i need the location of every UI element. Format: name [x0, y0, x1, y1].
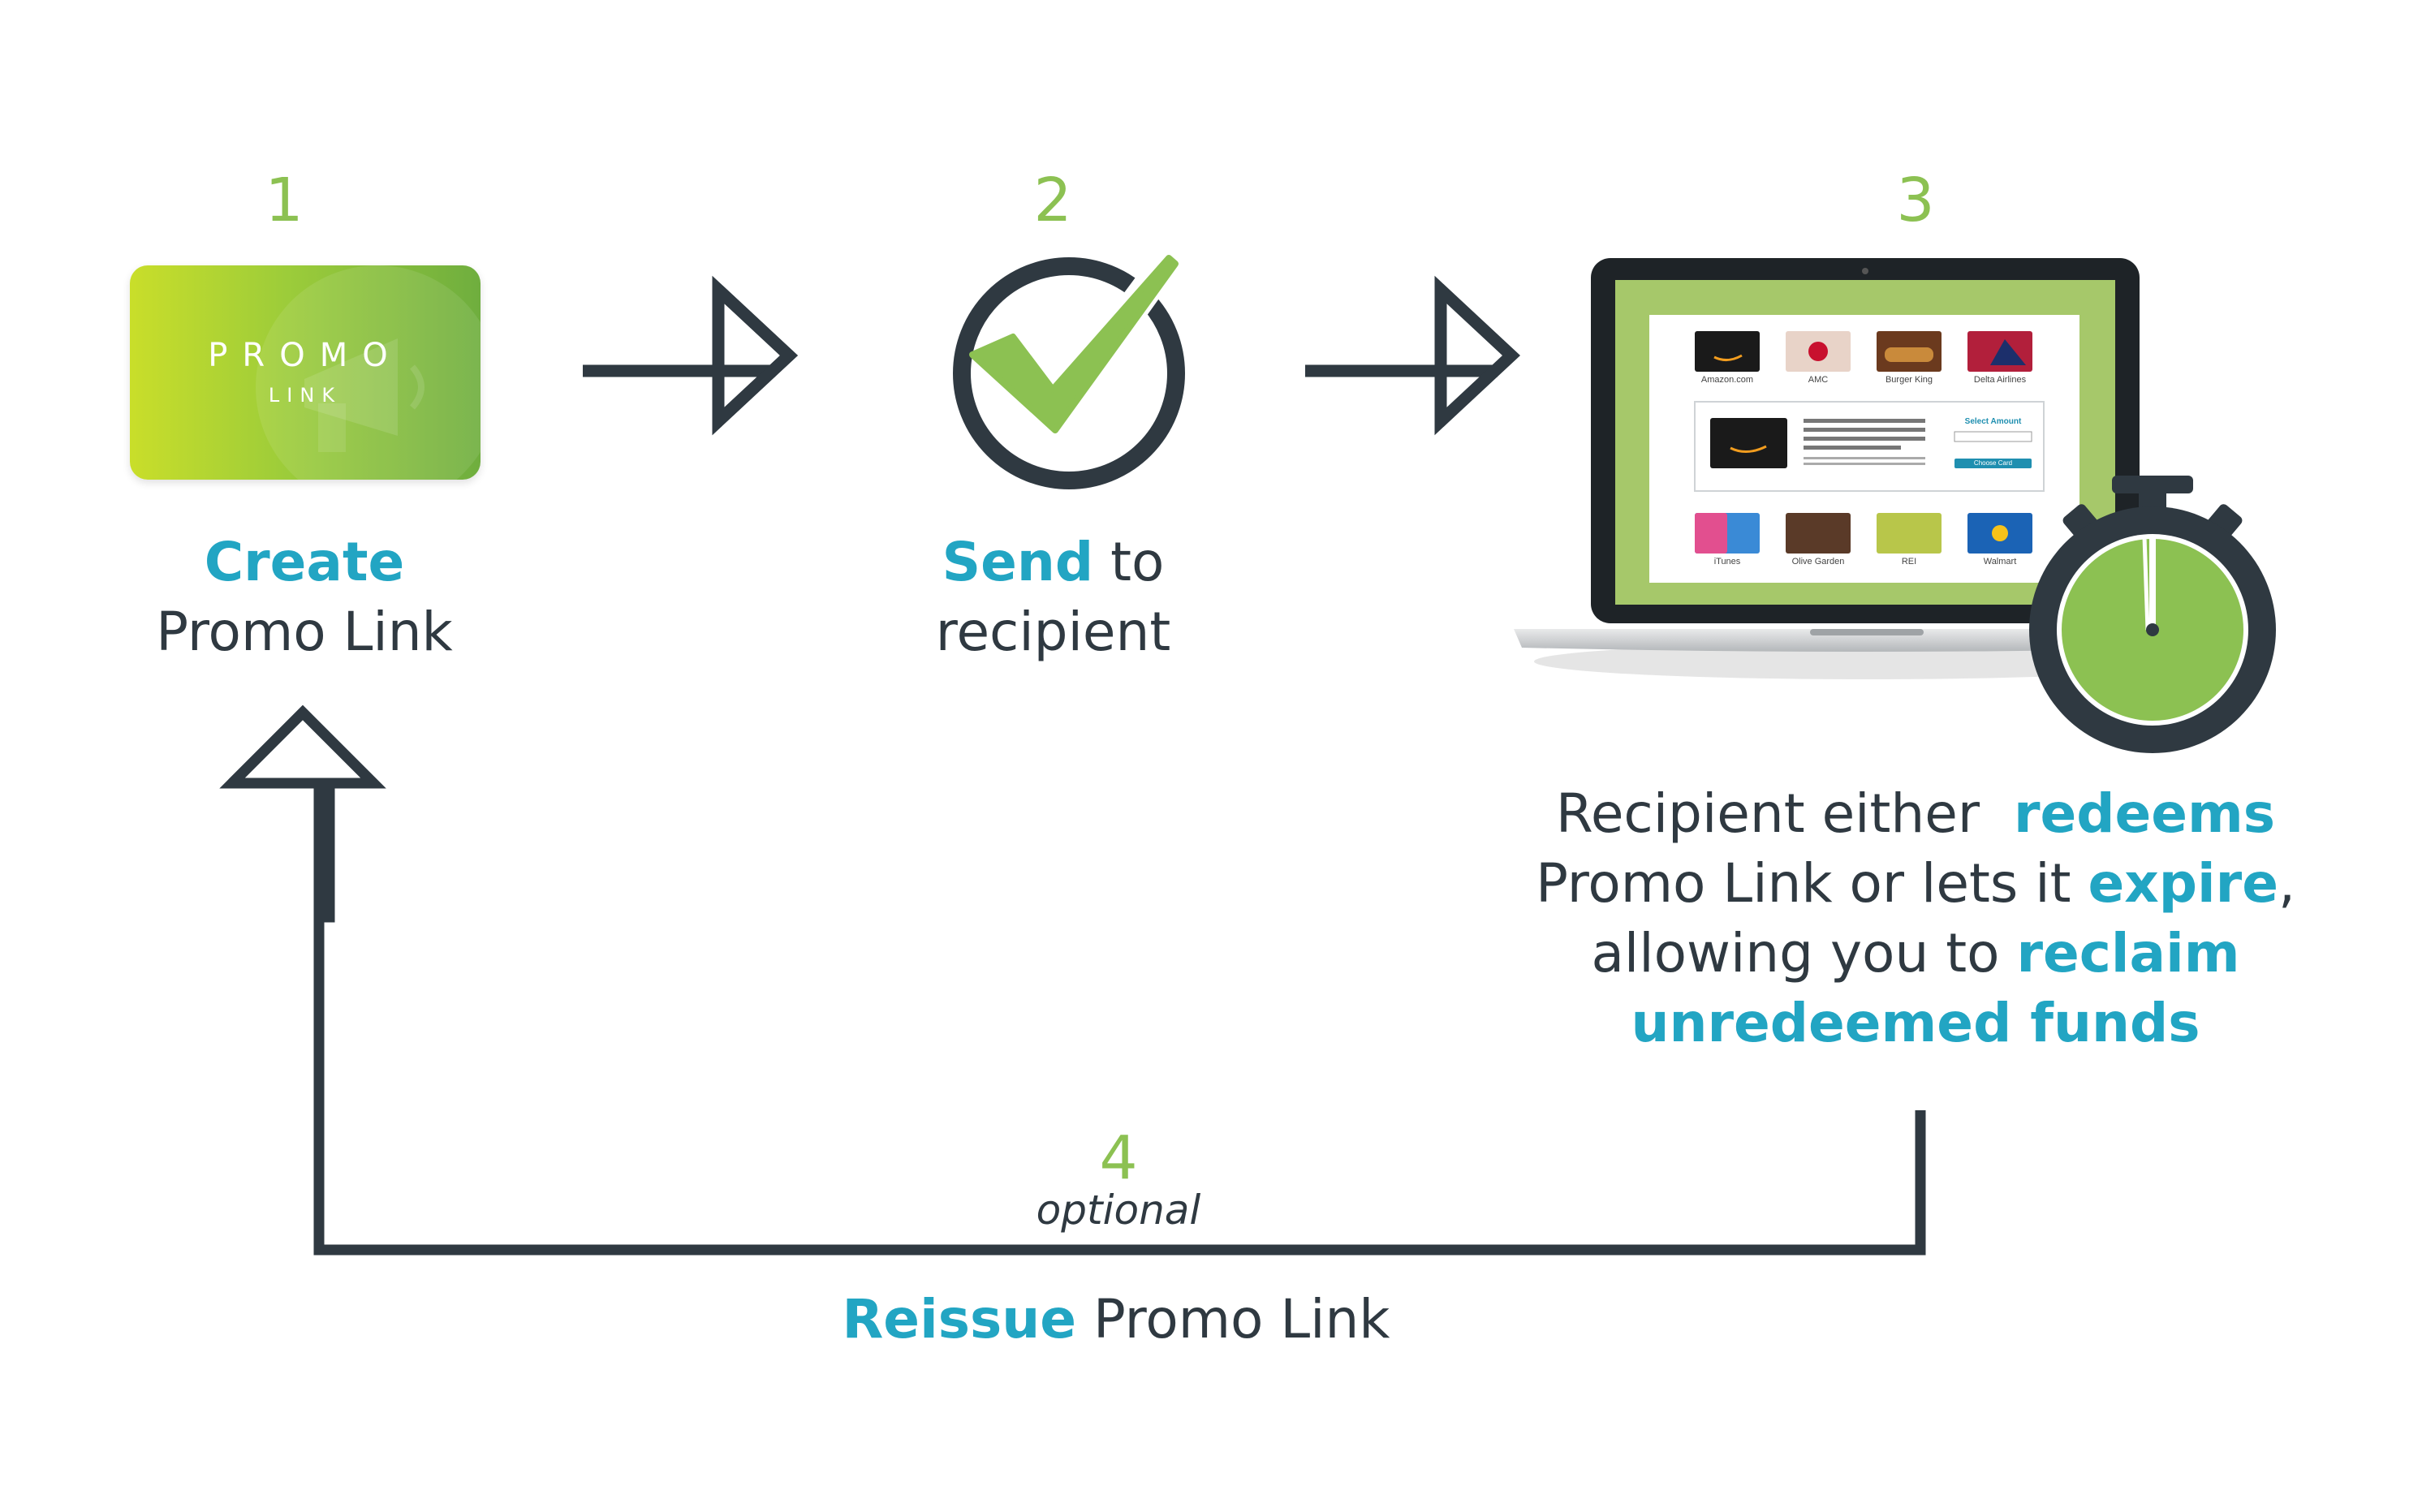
tile-label: Burger King — [1885, 375, 1933, 385]
step-2-number: 2 — [1033, 166, 1072, 235]
megaphone-watermark-icon — [256, 265, 481, 480]
step-3-expire: expire — [2088, 852, 2278, 915]
popup-button: Choose Card — [1973, 459, 2013, 467]
reissue-caption: Reissue Promo Link — [771, 1285, 1461, 1355]
popup-heading: Select Amount — [1964, 417, 2022, 426]
gift-card-tiles-top — [1695, 331, 2032, 372]
tile-label: Walmart — [1983, 557, 2017, 566]
gift-card-tiles-bottom — [1695, 513, 2032, 554]
arrow-right-icon — [583, 275, 799, 436]
tile-label: Amazon.com — [1700, 375, 1754, 385]
reissue-loop-line — [313, 779, 1926, 1256]
step-3-number: 3 — [1896, 166, 1935, 235]
arrow-right-icon — [1305, 275, 1521, 436]
tile-label: iTunes — [1713, 557, 1741, 566]
promo-link-card: PROMO LINK — [130, 265, 481, 480]
step-1-number: 1 — [265, 166, 304, 235]
step-1-caption: Create Promo Link — [81, 528, 528, 667]
step-3-redeems: redeems — [2013, 782, 2276, 845]
tile-label: Olive Garden — [1791, 557, 1845, 566]
card-title: PROMO — [208, 337, 403, 374]
step-4-note: optional — [1036, 1187, 1201, 1234]
step-3-reclaim: reclaim — [2016, 922, 2240, 984]
step-2-caption-line2: recipient — [935, 601, 1171, 663]
gift-card-popup — [1694, 401, 2045, 492]
reissue-bold: Reissue — [842, 1288, 1077, 1350]
step-3-line-3: allowing you to reclaim — [1502, 919, 2329, 989]
step-3-line-2: Promo Link or lets it expire, — [1502, 849, 2329, 919]
tile-label: REI — [1901, 557, 1917, 566]
step-1-caption-rest: Promo Link — [156, 601, 453, 663]
step-2-caption-bold: Send — [942, 531, 1094, 593]
step-3-line-3-text: allowing you to — [1591, 922, 2000, 984]
step-2-caption: Send to recipient — [848, 528, 1258, 667]
step-4-number: 4 — [1099, 1123, 1138, 1193]
tile-label: AMC — [1808, 375, 1829, 385]
step-3-comma: , — [2278, 852, 2295, 915]
arrow-up-icon — [219, 704, 386, 923]
step-3-line-1-text: Recipient either — [1555, 782, 1980, 845]
reissue-rest: Promo Link — [1093, 1288, 1390, 1350]
card-subtitle: LINK — [268, 384, 343, 407]
step-3-line-2-text: Promo Link or lets it — [1536, 852, 2071, 915]
step-3-caption: Recipient either redeems Promo Link or l… — [1502, 779, 2329, 1058]
checkmark-circle-icon — [953, 243, 1185, 489]
step-3-line-4: unredeemed funds — [1631, 992, 2200, 1054]
step-1-caption-bold: Create — [204, 531, 405, 593]
step-3-line-1: Recipient either redeems — [1502, 779, 2329, 849]
step-2-caption-rest: to — [1110, 531, 1165, 593]
tile-label: Delta Airlines — [1973, 375, 2027, 385]
